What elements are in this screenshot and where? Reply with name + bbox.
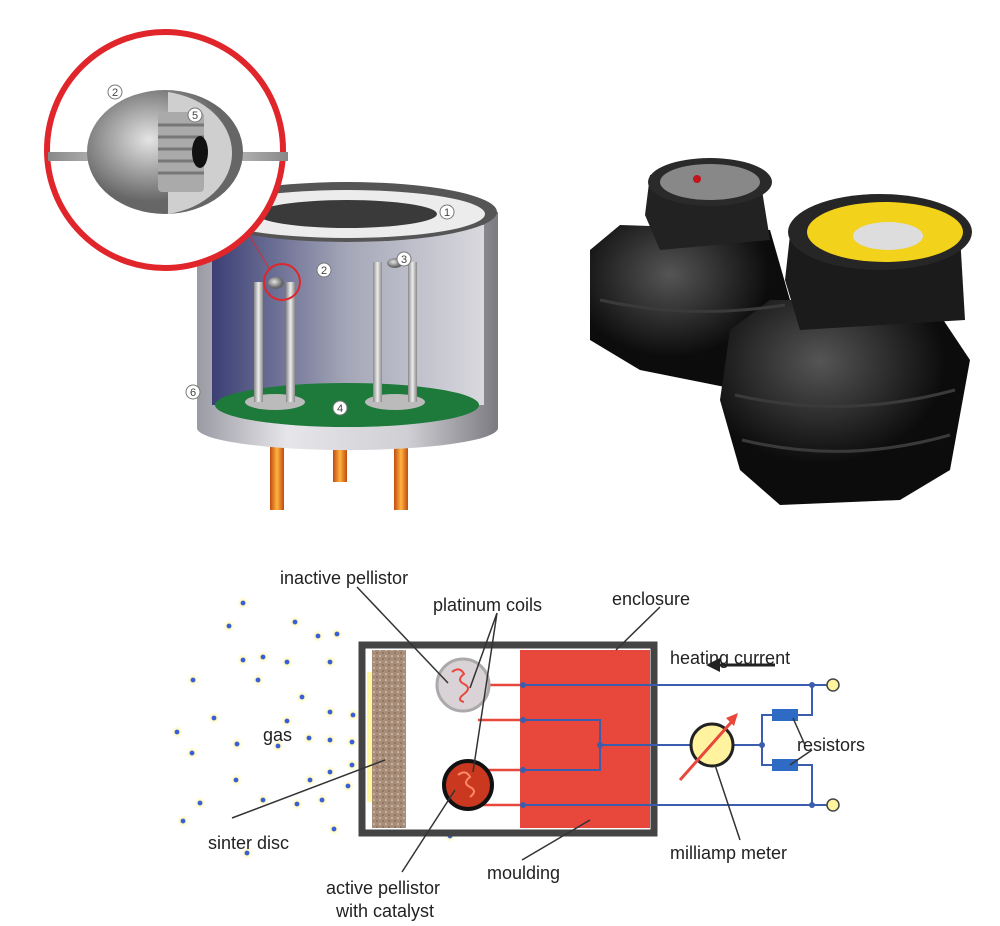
gas-molecule-dot [171, 726, 183, 738]
gas-molecule-dot [237, 654, 249, 666]
platinum-coil [457, 771, 475, 798]
resistor [772, 759, 798, 771]
gas-molecule-dot [304, 774, 316, 786]
gas-molecule-dot [342, 780, 354, 792]
gas-molecule-dot [347, 709, 359, 721]
detail-highlight-small [263, 263, 301, 301]
sensor-pin [394, 440, 408, 510]
sensor-filter-mesh [257, 200, 437, 228]
label-with-catalyst: with catalyst [335, 901, 434, 921]
terminal [826, 798, 840, 812]
label-inactive-pellistor: inactive pellistor [280, 568, 408, 588]
leader-lines [231, 586, 813, 873]
label-heating-current: heating current [670, 648, 790, 668]
sensor-interior [212, 225, 484, 405]
label-milliamp-meter: milliamp meter [670, 843, 787, 863]
callout-2: 2 [112, 87, 118, 99]
resistor [772, 709, 798, 721]
gas-molecule-dot [316, 794, 328, 806]
gas-molecule-dot [177, 815, 189, 827]
callout-4: 4 [337, 403, 343, 415]
gas-molecule-dot [328, 823, 340, 835]
gas-molecule-dot [186, 747, 198, 759]
pellistor-schematic: inactive pellistor platinum coils enclos… [171, 568, 865, 921]
label-moulding: moulding [487, 863, 560, 883]
gas-molecule-dot [324, 656, 336, 668]
gas-molecule-dot [291, 798, 303, 810]
sensor-cutaway-illustration: 2 5 1 3 2 4 6 [44, 29, 498, 510]
gas-molecule-dot [324, 706, 336, 718]
sensor-photo [590, 158, 972, 505]
moulding [520, 650, 650, 828]
label-gas: gas [263, 725, 292, 745]
detail-magnifier [44, 29, 288, 271]
gas-molecule-dot [324, 734, 336, 746]
label-active-pellistor: active pellistor [326, 878, 440, 898]
sensor-pin [270, 440, 284, 510]
sinter-disc [372, 650, 406, 828]
gas-molecule-dot [237, 597, 249, 609]
gas-molecule-dot [208, 712, 220, 724]
gas-molecule-dot [296, 691, 308, 703]
gas-molecule-dot [312, 630, 324, 642]
gas-molecule-dot [257, 651, 269, 663]
gas-molecule-dot [324, 766, 336, 778]
gas-molecule-dot [194, 797, 206, 809]
gas-molecule-dot [241, 847, 253, 859]
gas-molecule-dot [223, 620, 235, 632]
inactive-pellistor [435, 657, 491, 713]
gas-molecule-dot [281, 715, 293, 727]
gas-molecule-dot [303, 732, 315, 744]
gas-molecule-dot [187, 674, 199, 686]
gas-molecule-dot [231, 738, 243, 750]
gas-molecule-dot [230, 774, 242, 786]
indicator-dot [693, 175, 701, 183]
gas-molecule-dot [252, 674, 264, 686]
circuit-wires [523, 684, 833, 806]
gas-molecule-dot [346, 759, 358, 771]
platinum-coil [451, 668, 469, 703]
gas-molecule-dot [289, 616, 301, 628]
callout-6: 6 [190, 387, 196, 399]
label-sinter-disc: sinter disc [208, 833, 289, 853]
callout-3: 3 [401, 254, 407, 266]
callout-5: 5 [192, 110, 198, 122]
callout-1: 1 [444, 207, 450, 219]
gas-molecule-dot [331, 628, 343, 640]
label-enclosure: enclosure [612, 589, 690, 609]
gas-molecule-dot [257, 794, 269, 806]
gas-molecule-dot [272, 740, 284, 752]
label-resistors: resistors [797, 735, 865, 755]
terminal [826, 678, 840, 692]
callout-2b: 2 [321, 265, 327, 277]
gas-molecule-dot [281, 656, 293, 668]
gas-molecule-dot [346, 736, 358, 748]
callout-numbers: 2 5 1 3 2 4 6 [107, 84, 455, 416]
sensor-unit-right [599, 194, 972, 505]
sensor-pin [333, 440, 347, 482]
label-platinum-coils: platinum coils [433, 595, 542, 615]
